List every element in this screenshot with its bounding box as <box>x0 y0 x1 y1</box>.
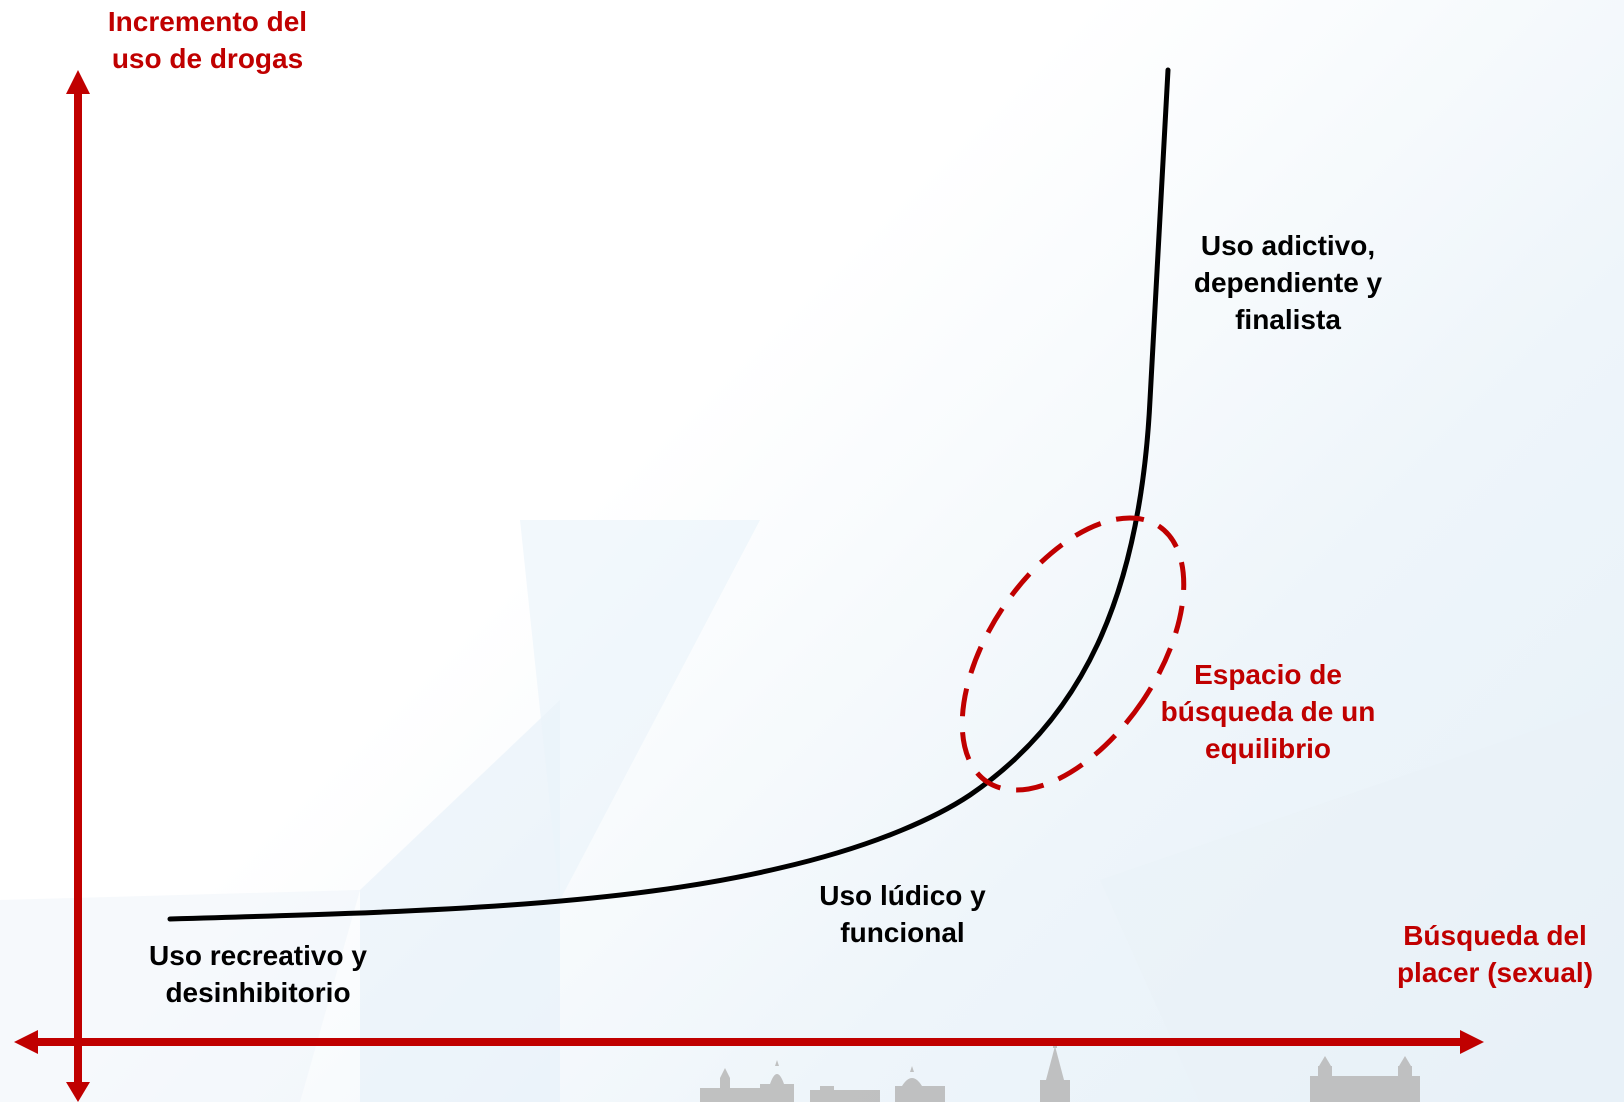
y-axis-label: Incremento del uso de drogas <box>107 6 308 74</box>
consumption-curve <box>167 67 1171 922</box>
stage-recreational-label: Uso recreativo y desinhibitorio <box>149 940 367 1008</box>
stage-ludic-label: Uso lúdico y funcional <box>819 880 986 948</box>
balance-zone-label: Espacio de búsqueda de un equilibrio <box>1160 659 1376 764</box>
stage-addictive-label: Uso adictivo, dependiente y finalista <box>1193 230 1383 335</box>
city-skyline-icon <box>700 1040 1420 1102</box>
x-axis-arrow-right-icon <box>1460 1030 1484 1054</box>
y-axis-arrow-down-icon <box>66 1082 90 1102</box>
x-axis-label: Búsqueda del placer (sexual) <box>1396 920 1594 988</box>
x-axis <box>14 1030 1484 1054</box>
y-axis <box>66 70 90 1102</box>
balance-zone-ellipse <box>959 515 1187 793</box>
y-axis-arrow-up-icon <box>66 70 90 94</box>
x-axis-arrow-left-icon <box>14 1030 38 1054</box>
